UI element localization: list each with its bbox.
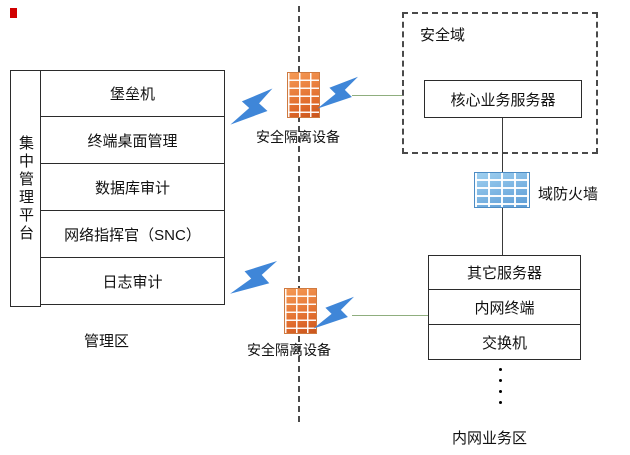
- domain-firewall-icon: [474, 172, 530, 208]
- node-terminal-desktop-mgmt: 终端桌面管理: [40, 117, 225, 164]
- intranet-stack: 其它服务器 内网终端 交换机: [428, 255, 581, 360]
- management-platform-side-label: 集中管理平台: [17, 134, 34, 243]
- isolation-device-1-label: 安全隔离设备: [256, 129, 340, 145]
- lightning-icon: [230, 88, 273, 125]
- connector-line: [352, 315, 428, 316]
- management-platform-stack: 堡垒机 终端桌面管理 数据库审计 网络指挥官（SNC） 日志审计: [40, 70, 225, 305]
- node-network-commander-snc: 网络指挥官（SNC）: [40, 211, 225, 258]
- dashed-divider-line: [298, 6, 300, 422]
- firewall-isolation-icon-1: [287, 72, 320, 118]
- isolation-device-2-label: 安全隔离设备: [247, 342, 331, 358]
- lightning-icon: [317, 76, 359, 109]
- red-marker: [10, 8, 17, 18]
- node-database-audit: 数据库审计: [40, 164, 225, 211]
- lightning-icon: [230, 261, 278, 294]
- connector-line: [352, 95, 402, 96]
- domain-firewall-label: 域防火墙: [538, 186, 599, 203]
- ellipsis-dots: [499, 368, 502, 404]
- intranet-zone-label: 内网业务区: [452, 430, 528, 447]
- lightning-icon: [313, 296, 355, 329]
- node-log-audit: 日志审计: [40, 258, 225, 305]
- node-switch: 交换机: [428, 325, 581, 360]
- node-intranet-terminals: 内网终端: [428, 290, 581, 325]
- security-domain-box: 安全域: [402, 12, 598, 154]
- management-platform-side-box: 集中管理平台: [10, 70, 41, 307]
- node-core-business-server: 核心业务服务器: [424, 80, 582, 118]
- node-other-servers: 其它服务器: [428, 255, 581, 290]
- security-domain-label: 安全域: [420, 27, 466, 44]
- firewall-isolation-icon-2: [284, 288, 317, 334]
- management-zone-label: 管理区: [84, 333, 130, 350]
- node-bastion-host: 堡垒机: [40, 70, 225, 117]
